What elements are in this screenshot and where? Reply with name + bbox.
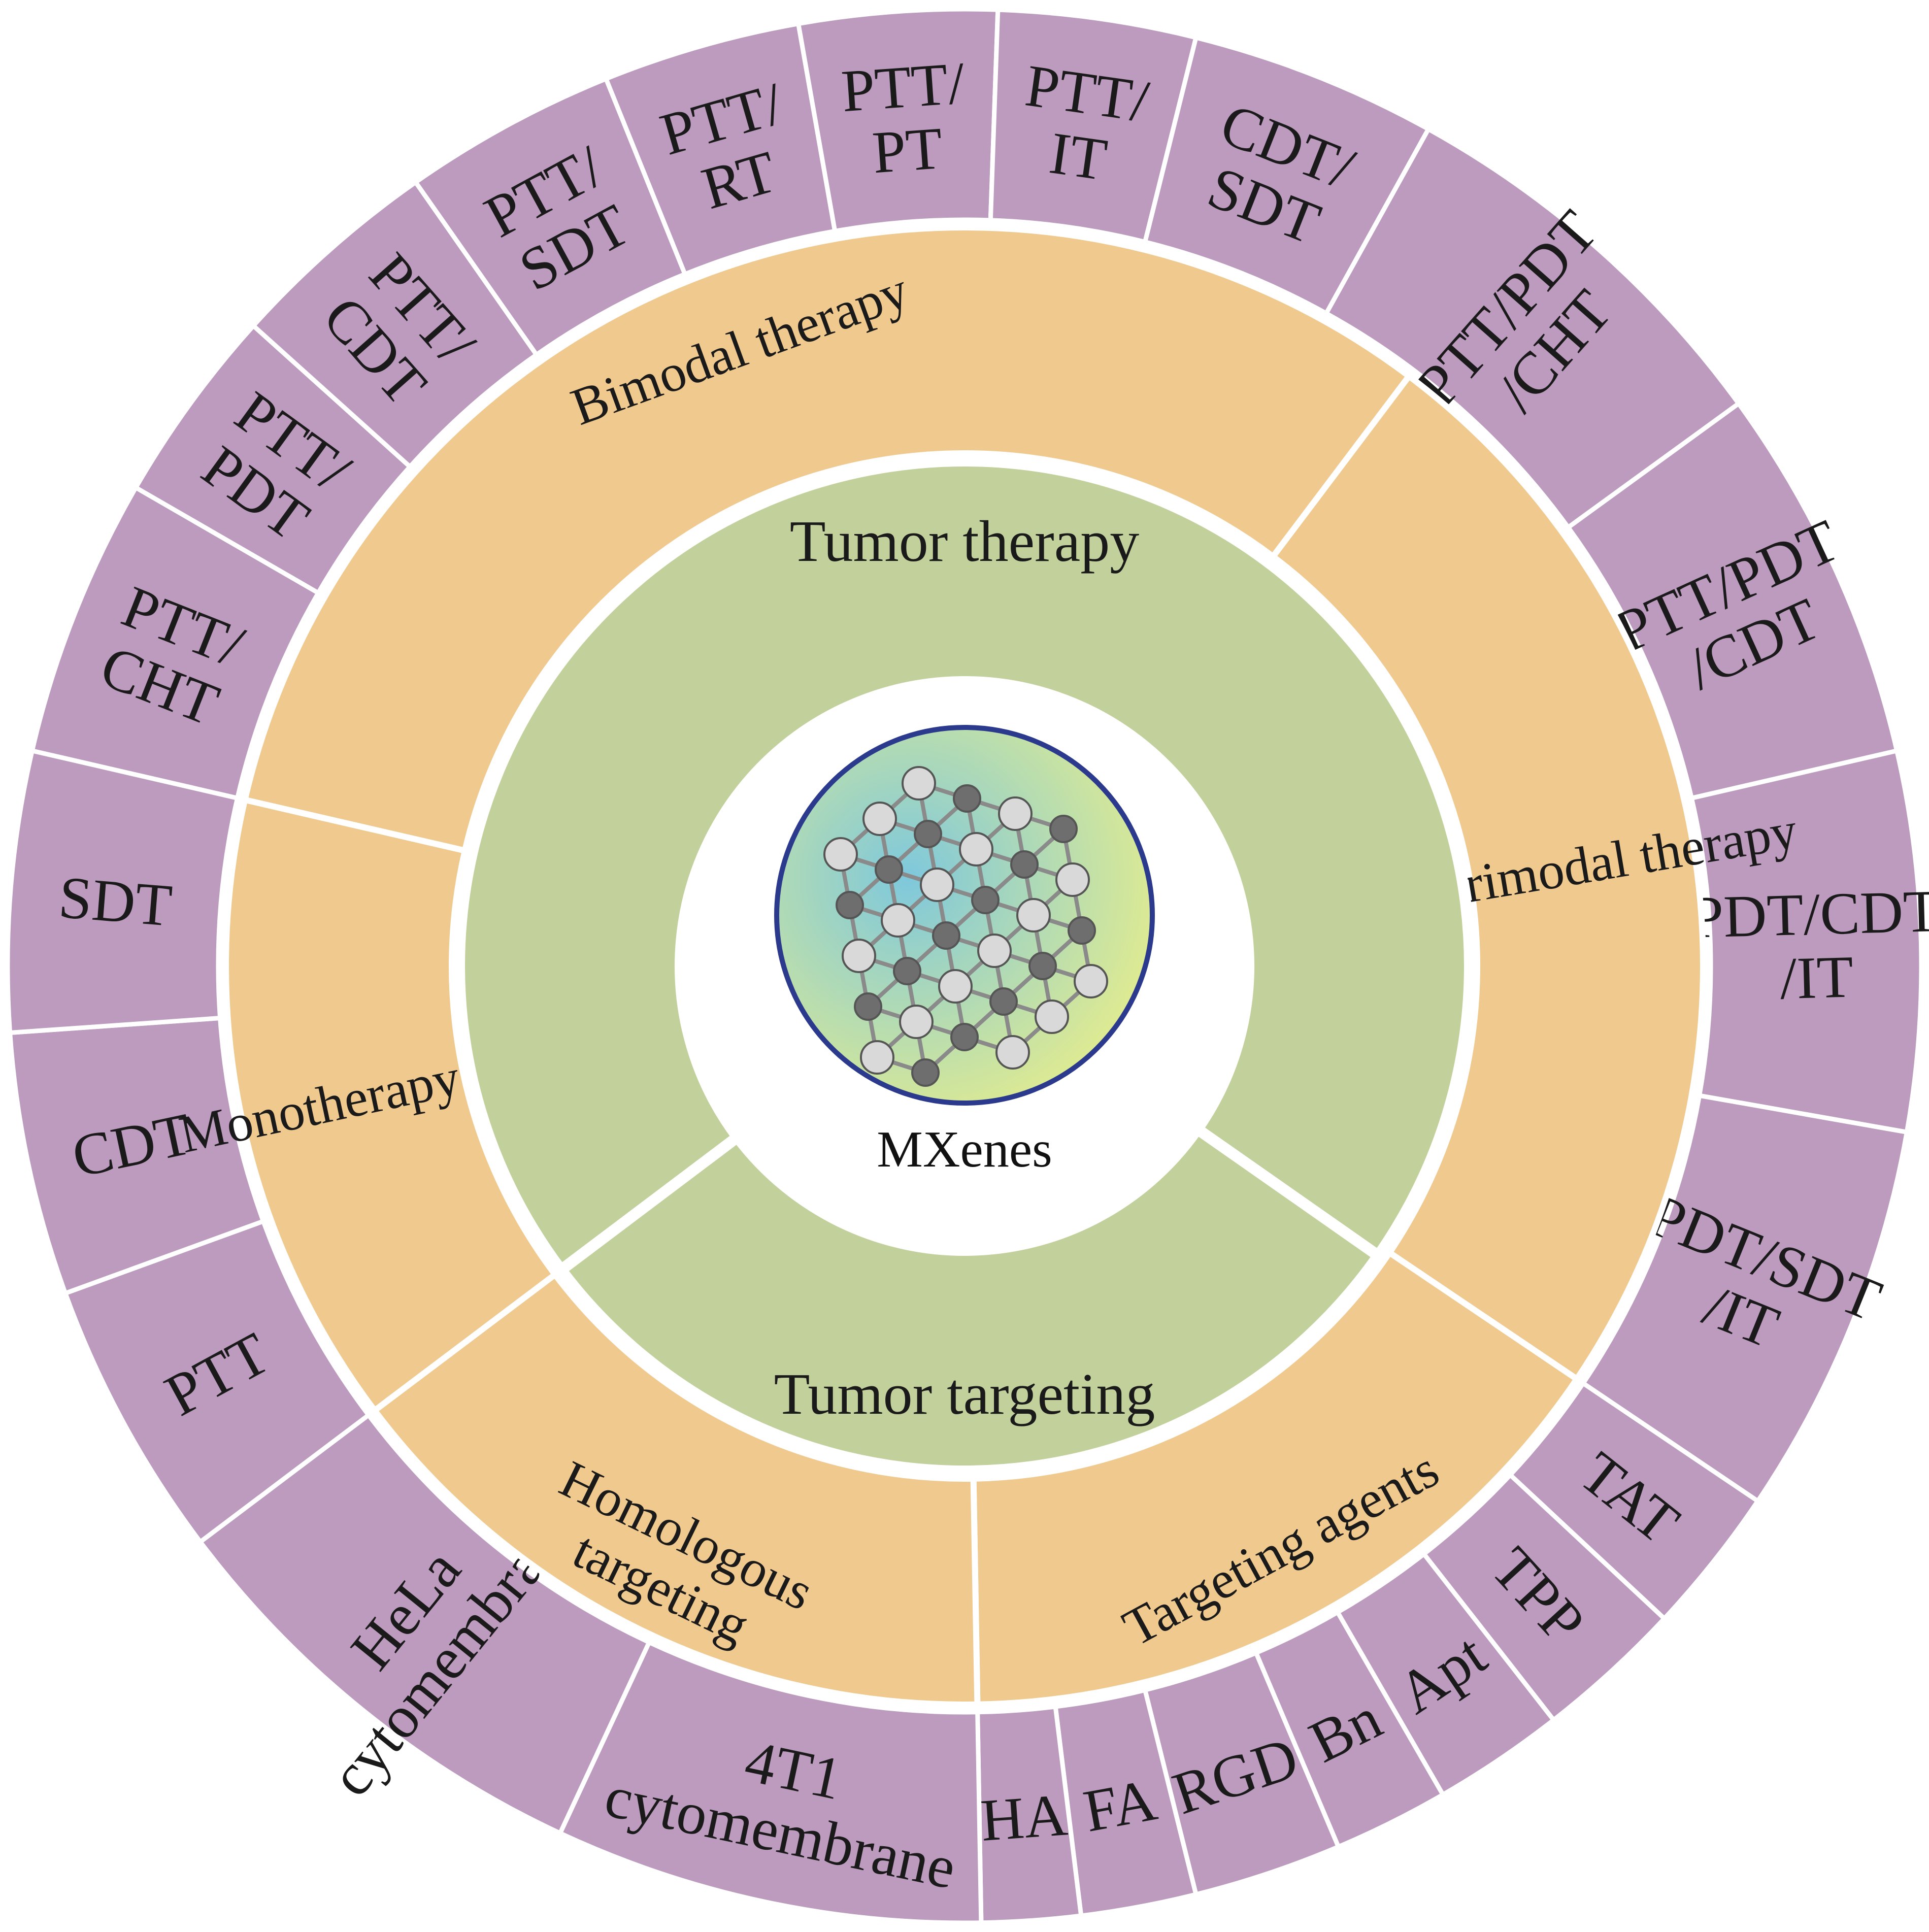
outer-label-pdt-cdt-it: PDT/CDT/IT bbox=[1689, 878, 1929, 1014]
outer-label-ha: HA bbox=[979, 1781, 1070, 1854]
outer-label-fa: FA bbox=[1079, 1766, 1162, 1845]
middle-segment-targeting-agents bbox=[970, 1248, 1581, 1708]
middle-segment-monotherapy bbox=[223, 796, 559, 1415]
middle-segment-homologous-targeting bbox=[370, 1270, 981, 1708]
inner-label-tumor-therapy: Tumor therapy bbox=[790, 509, 1139, 574]
outer-label-ptt-pt: PTT/PT bbox=[839, 50, 971, 188]
lattice-structure bbox=[823, 766, 1108, 1087]
outer-label-sdt: SDT bbox=[56, 864, 175, 939]
outer-ring: PTT/CHTPTT/PDTPTT/CDTPTT/SDTPTT/RTPTT/PT… bbox=[5, 7, 1929, 1925]
center-hub: MXenes bbox=[680, 682, 1249, 1250]
middle-segment-bimodal-therapy bbox=[241, 224, 1414, 854]
outer-label-ptt-rt: PTT/RT bbox=[653, 70, 808, 229]
inner-segment-tumor-targeting bbox=[553, 1121, 1386, 1477]
outer-segment-sdt bbox=[5, 748, 241, 1036]
inner-label-tumor-targeting: Tumor targeting bbox=[774, 1362, 1155, 1427]
middle-segment-trimodal-therapy bbox=[1269, 372, 1706, 1383]
center-label: MXenes bbox=[877, 1121, 1052, 1178]
